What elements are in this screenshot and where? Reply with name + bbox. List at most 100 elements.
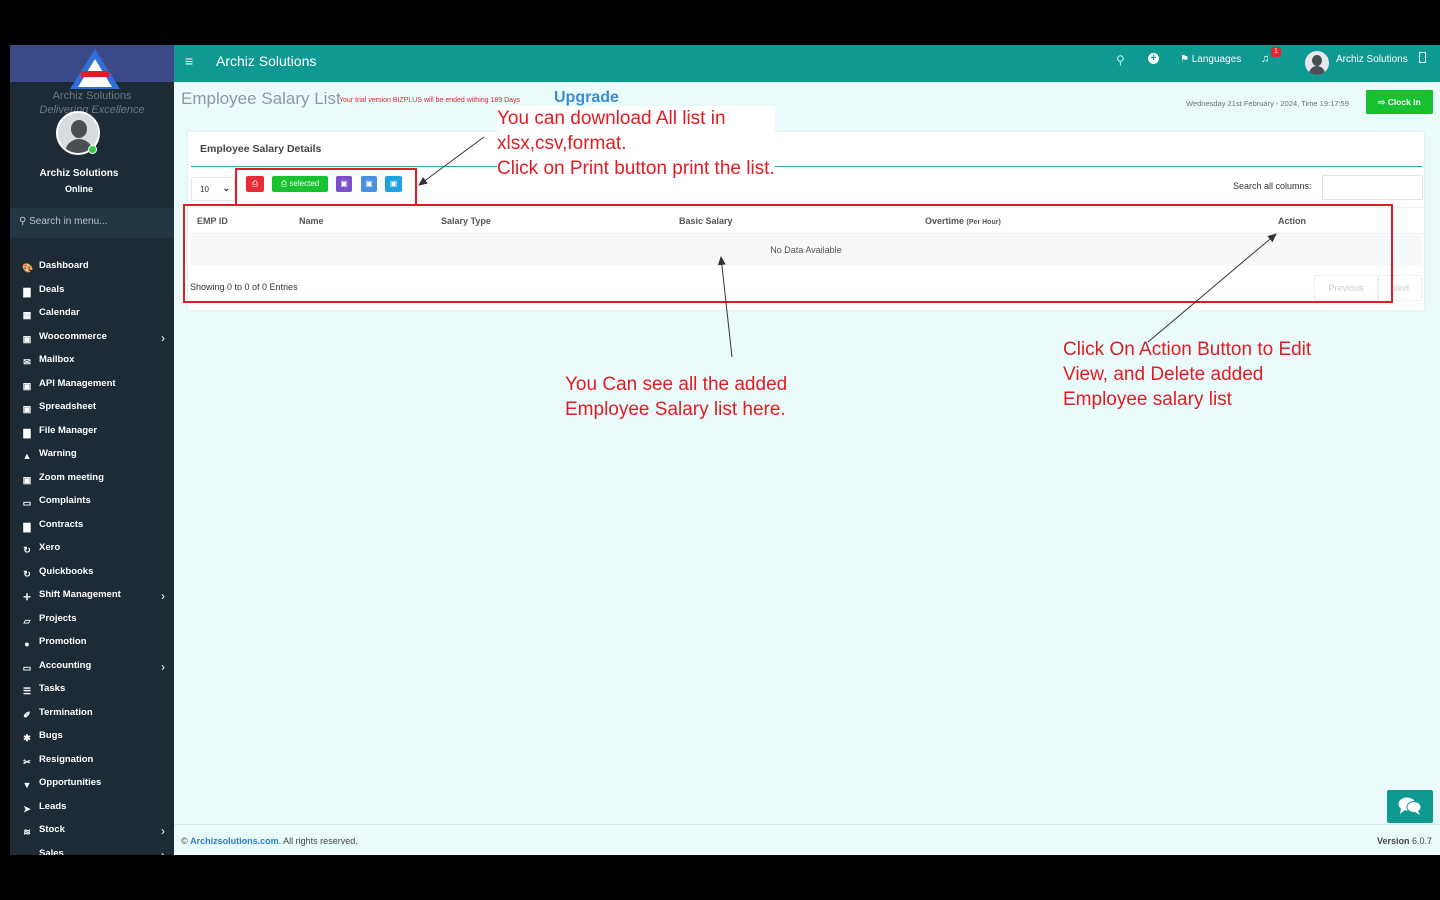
sidebar-item-promotion[interactable]: ● Promotion (10, 634, 174, 658)
sidebar-item-deals[interactable]: ▇Deals (10, 282, 174, 306)
document-icon: ▣ (22, 333, 32, 344)
column-emp-id[interactable]: EMP ID (197, 216, 228, 226)
eraser-icon: ✐ (23, 709, 31, 720)
chevron-right-icon: › (161, 659, 165, 674)
sidebar-item-api-management[interactable]: ▣API Management (10, 376, 174, 400)
chat-button[interactable] (1387, 790, 1433, 823)
sidebar-item-stock[interactable]: ≋Stock› (10, 822, 174, 846)
hamburger-icon[interactable]: ≡ (185, 53, 194, 69)
topbar-avatar[interactable] (1305, 51, 1329, 75)
sidebar-item-label: Contracts (39, 518, 84, 530)
sidebar-item-woocommerce[interactable]: ▣Woocommerce› (10, 329, 174, 353)
sidebar-item-shift-management[interactable]: ✛Shift Management› (10, 587, 174, 611)
sidebar-item-accounting[interactable]: ▭Accounting› (10, 658, 174, 682)
sidebar-item-resignation[interactable]: ✂Resignation (10, 752, 174, 776)
bell-icon[interactable]: ♫ (1261, 53, 1270, 65)
sidebar-item-label: Dashboard (39, 260, 89, 271)
sidebar-item-label: Promotion (39, 636, 87, 647)
online-status-dot (88, 145, 97, 154)
logout-icon[interactable] (1419, 52, 1426, 63)
user-avatar[interactable] (56, 111, 100, 155)
copyright: © Archizsolutions.com. All rights reserv… (181, 836, 358, 846)
chat-icon (1398, 797, 1422, 815)
sidebar-item-label: Spreadsheet (39, 401, 97, 412)
company-tagline: Delivering Excellence (39, 104, 145, 116)
money-icon: ▭ (22, 662, 32, 673)
topbar-user-name[interactable]: Archiz Solutions (1336, 54, 1408, 65)
sidebar-item-label: Tasks (39, 683, 66, 694)
document-icon: ▣ (22, 380, 32, 391)
sidebar-item-warning[interactable]: ▲Warning (10, 446, 174, 470)
sidebar-item-label: Calendar (39, 307, 80, 318)
sidebar-item-projects[interactable]: ▱Projects (10, 611, 174, 635)
add-icon[interactable]: + (1148, 53, 1159, 64)
sidebar-item-label: Termination (39, 706, 93, 718)
sidebar-item-tasks[interactable]: ☰Tasks (10, 681, 174, 705)
sidebar-item-mailbox[interactable]: ✉Mailbox (10, 352, 174, 376)
flag-icon: ⚑ (1180, 54, 1189, 65)
table-header: EMP ID Name Salary Type Basic Salary Ove… (188, 207, 1424, 234)
sidebar: Archiz Solutions Delivering Excellence A… (10, 45, 174, 855)
card-divider (191, 166, 1422, 167)
upgrade-link[interactable]: Upgrade (554, 89, 619, 106)
sidebar-item-xero[interactable]: ↻Xero (10, 540, 174, 564)
page-title: Employee Salary List (181, 89, 341, 108)
print-selected-button[interactable]: ⎙ selected (272, 176, 328, 192)
print-icon: ⎙ (251, 179, 259, 188)
sidebar-item-contracts[interactable]: ▇Contracts (10, 517, 174, 541)
company-name: Archiz Solutions (52, 90, 132, 102)
sidebar-item-opportunities[interactable]: ▼Opportunities (10, 775, 174, 799)
sidebar-item-zoom-meeting[interactable]: ▣Zoom meeting (10, 470, 174, 494)
column-overtime[interactable]: Overtime (Per Hour) (925, 216, 1001, 226)
page-length-select[interactable]: 10⌄ (191, 177, 235, 201)
sidebar-item-label: Quickbooks (39, 565, 94, 577)
current-datetime: Wednesday 21st February - 2024, Time 19:… (1186, 99, 1349, 108)
sidebar-item-dashboard[interactable]: 🎨 Dashboard (10, 258, 174, 282)
sidebar-item-file-manager[interactable]: ▇File Manager (10, 423, 174, 447)
column-name[interactable]: Name (299, 216, 324, 226)
circle-icon: ● (24, 639, 30, 649)
app-title[interactable]: Archiz Solutions (216, 53, 317, 69)
column-salary-type[interactable]: Salary Type (441, 216, 491, 226)
sidebar-item-leads[interactable]: ➤Leads (10, 799, 174, 823)
sidebar-item-bugs[interactable]: ✱Bugs (10, 728, 174, 752)
column-basic-salary[interactable]: Basic Salary (679, 216, 733, 226)
action-annotation: Click On Action Button to Edit View, and… (1063, 339, 1312, 410)
sidebar-item-complaints[interactable]: ▭Complaints (10, 493, 174, 517)
sidebar-user-name: Archiz Solutions (39, 168, 119, 179)
search-icon: ⚲ (19, 216, 27, 227)
sidebar-item-termination[interactable]: ✐ Termination (10, 705, 174, 729)
sidebar-item-calendar[interactable]: ▦ Calendar (10, 305, 174, 329)
chevron-right-icon: › (161, 847, 165, 856)
previous-button[interactable]: Previous (1314, 275, 1378, 301)
sidebar-item-label: Bugs (39, 730, 63, 741)
entries-info: Showing 0 to 0 of 0 Entries (190, 282, 298, 292)
sidebar-menu: 🎨 Dashboard ▇Deals ▦ Calendar ▣Woocommerce›✉M… (10, 258, 174, 855)
paper-plane-icon: ➤ (23, 803, 31, 814)
calendar-icon: ▦ (22, 310, 32, 320)
company-website-link[interactable]: Archizsolutions.com (190, 836, 279, 846)
languages-menu[interactable]: ⚑ Languages (1180, 54, 1241, 65)
column-action: Action (1278, 216, 1306, 226)
sidebar-item-spreadsheet[interactable]: ▣Spreadsheet (10, 399, 174, 423)
print-icon: ⎙ (280, 179, 288, 188)
file-icon: ▇ (23, 427, 31, 438)
selected-label: selected (289, 179, 320, 188)
clock-in-button[interactable]: ⇨ Clock In (1366, 90, 1433, 114)
company-logo[interactable] (68, 47, 122, 91)
export-csv-button[interactable]: ▣ (361, 176, 377, 192)
sidebar-item-label: Xero (39, 542, 61, 553)
search-columns-input[interactable] (1322, 175, 1423, 200)
print-button[interactable]: ⎙ (246, 176, 264, 192)
next-button[interactable]: Next (1378, 275, 1422, 301)
dashboard-icon: 🎨 (22, 263, 34, 273)
sidebar-search[interactable]: ⚲ Search in menu... (10, 208, 174, 238)
search-icon[interactable]: ⚲ (1116, 53, 1125, 67)
export-xlsx-button[interactable]: ▣ (336, 176, 352, 192)
export-pdf-button[interactable]: ▣ (385, 176, 402, 192)
sidebar-item-label: Mailbox (39, 354, 75, 365)
languages-label: Languages (1191, 54, 1242, 65)
sidebar-item-sales[interactable]: ▬Sales› (10, 846, 174, 856)
chevron-right-icon: › (161, 330, 165, 345)
sidebar-item-quickbooks[interactable]: ↻Quickbooks (10, 564, 174, 588)
